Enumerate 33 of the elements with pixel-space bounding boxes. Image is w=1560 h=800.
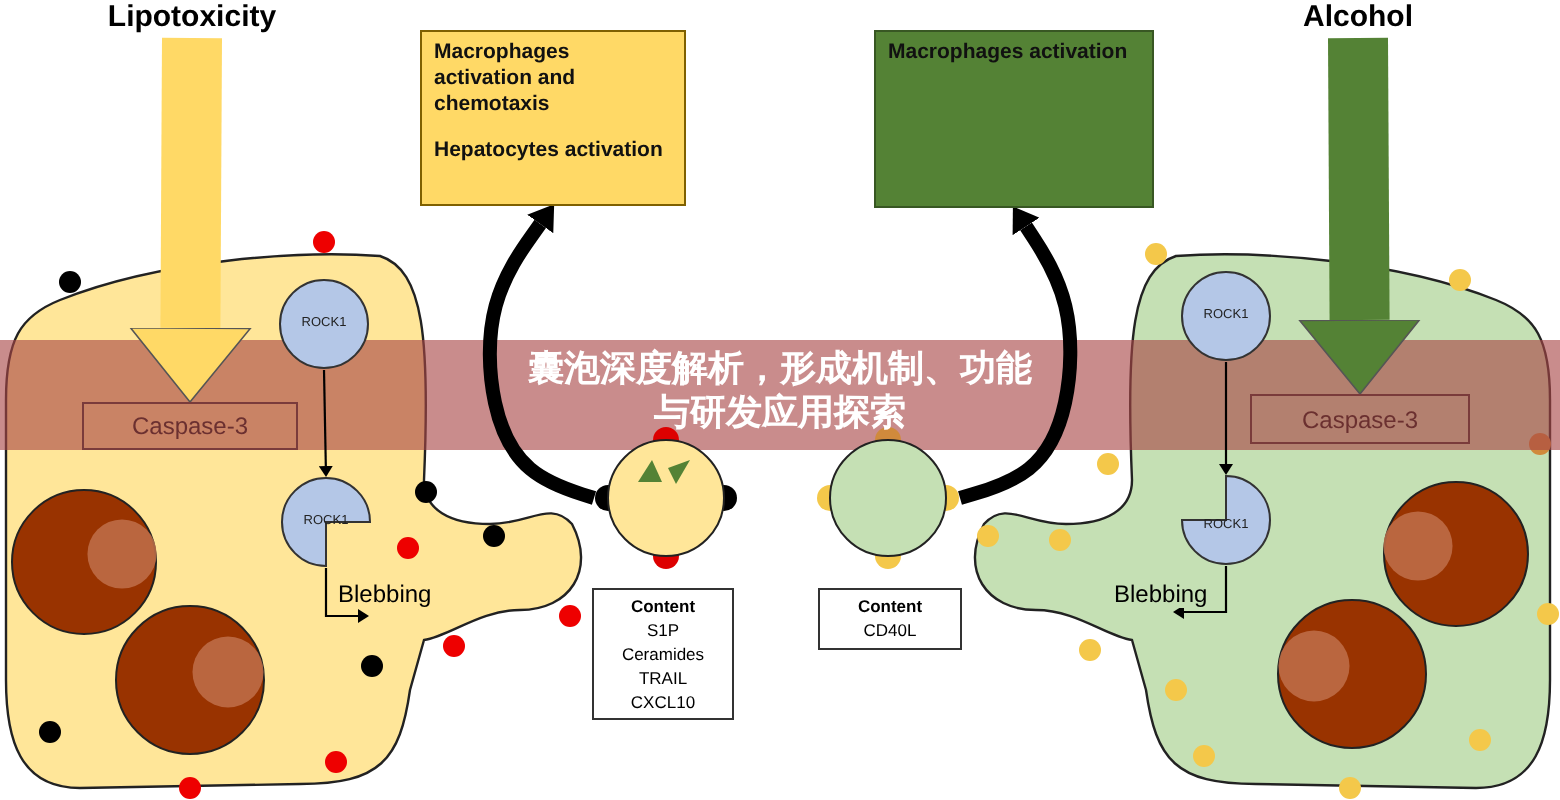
enzyme-label: Caspase-3 (131, 412, 249, 440)
stimulus-label: Alcohol (1288, 0, 1428, 38)
stimulus-label: Lipotoxicity (92, 0, 292, 38)
enzyme-label: Caspase-3 (1301, 405, 1419, 433)
content-box (592, 588, 734, 720)
effect-text: Hepatocytes activation (434, 138, 665, 164)
effect-text: Macrophages activation and chemotaxis (434, 40, 578, 118)
content-box (818, 588, 962, 650)
arrow (1173, 566, 1228, 619)
title: 囊泡深度解析，形成机制、功能与研发应用探索 (526, 348, 1034, 436)
enzyme-box (1250, 394, 1470, 444)
arrow (324, 568, 369, 623)
effect-box (874, 30, 1154, 208)
content-item: CXCL10 (628, 690, 698, 714)
content-heading: Content (855, 594, 925, 618)
curved-arrow (482, 204, 597, 505)
effect-text: Macrophages activation (888, 40, 1130, 66)
arrow (1219, 362, 1233, 475)
curved-arrow (958, 206, 1078, 505)
arrow (318, 370, 333, 477)
edge-label: Blebbing (1112, 580, 1210, 608)
block-arrow (1298, 37, 1421, 395)
enzyme-box (82, 402, 298, 450)
content-item: S1P (644, 618, 682, 642)
protein-circle (278, 278, 370, 370)
content-heading: Content (628, 594, 698, 618)
effect-box (420, 30, 686, 206)
content-item: CD40L (861, 618, 919, 642)
content-item: TRAIL (636, 666, 690, 690)
protein-circle (1180, 270, 1272, 362)
block-arrow (129, 37, 252, 403)
edge-label: Blebbing (336, 580, 434, 608)
content-item: Ceramides (619, 642, 707, 666)
